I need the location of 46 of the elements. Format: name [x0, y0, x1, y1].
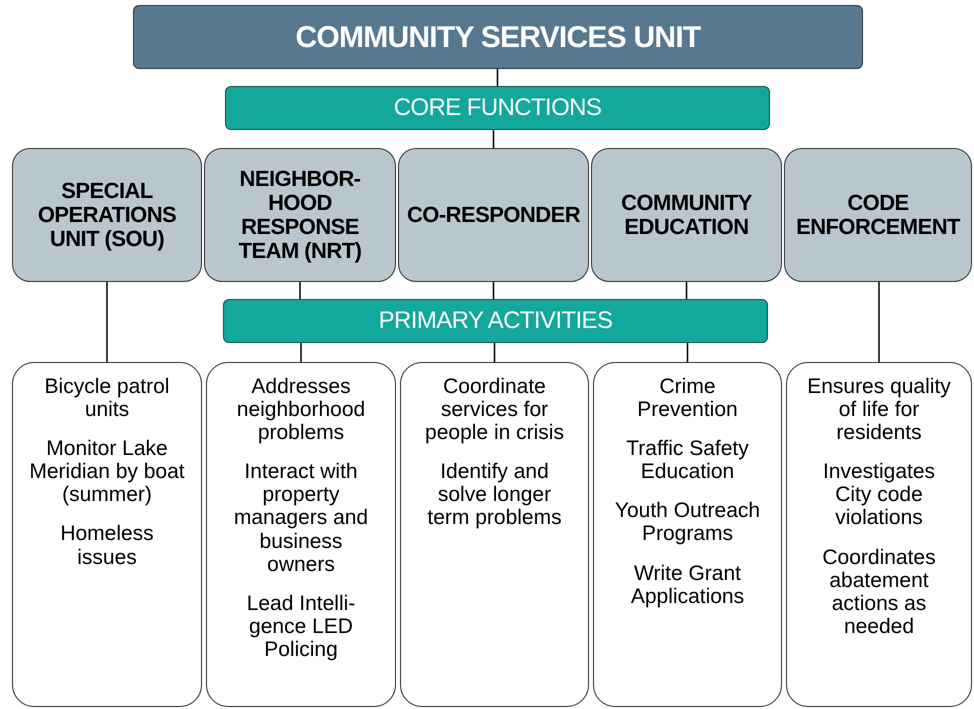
connector-line — [492, 130, 494, 148]
activity-text: Addresses neighborhood problems — [236, 375, 366, 444]
section-banner — [223, 299, 768, 343]
connector-line — [494, 343, 496, 362]
activity-text: Traffic Safety Education — [625, 437, 750, 484]
connector-line — [878, 282, 880, 362]
connector-line — [300, 343, 302, 362]
unit-heading: CO-RESPONDER — [406, 202, 580, 228]
activity-text: Homeless issues — [59, 522, 155, 569]
activity-text: Identify and solve longer term problems — [426, 460, 563, 530]
activity-text: Coordinates abatement actions as needed — [821, 546, 937, 638]
activity-text: Crime Prevention — [636, 375, 739, 422]
connector-line — [299, 282, 301, 299]
unit-box — [204, 148, 396, 282]
banner-text: CORE FUNCTIONS — [394, 93, 602, 123]
activity-text: Coordinate services for people in crisis — [424, 375, 565, 444]
title-text: COMMUNITY SERVICES UNIT — [295, 20, 701, 56]
connector-line — [496, 69, 498, 86]
connector-line — [106, 282, 108, 362]
activity-box — [400, 362, 589, 707]
activity-text: Bicycle patrol units — [44, 375, 170, 422]
banner-text: PRIMARY ACTIVITIES — [378, 306, 612, 336]
unit-box — [12, 148, 202, 282]
activity-box — [12, 362, 202, 707]
activity-text: Investigates City code violations — [822, 460, 936, 530]
activity-box — [786, 362, 972, 707]
connector-line — [686, 343, 688, 362]
activity-box — [206, 362, 396, 707]
unit-heading: CODE ENFORCEMENT — [795, 190, 962, 240]
activity-text: Ensures quality of life for residents — [806, 375, 952, 444]
unit-heading: NEIGHBOR-HOOD RESPONSE TEAM (NRT) — [238, 166, 362, 264]
activity-text: Interact with property managers and business owners — [232, 460, 370, 576]
activity-text: Write Grant Applications — [630, 562, 746, 608]
activity-text: Lead Intelli-gence LED Policing — [246, 592, 356, 662]
activity-box — [593, 362, 782, 707]
unit-heading: COMMUNITY EDUCATION — [620, 190, 753, 240]
connector-line — [492, 282, 494, 299]
section-banner — [225, 86, 770, 130]
activity-text: Monitor Lake Meridian by boat (summer) — [29, 437, 185, 506]
title-box — [133, 5, 863, 69]
unit-box — [591, 148, 782, 282]
connector-line — [686, 282, 688, 299]
activity-text: Youth Outreach Programs — [614, 499, 762, 546]
unit-box — [398, 148, 589, 282]
unit-heading: SPECIAL OPERATIONS UNIT (SOU) — [36, 178, 178, 252]
unit-box — [784, 148, 972, 282]
